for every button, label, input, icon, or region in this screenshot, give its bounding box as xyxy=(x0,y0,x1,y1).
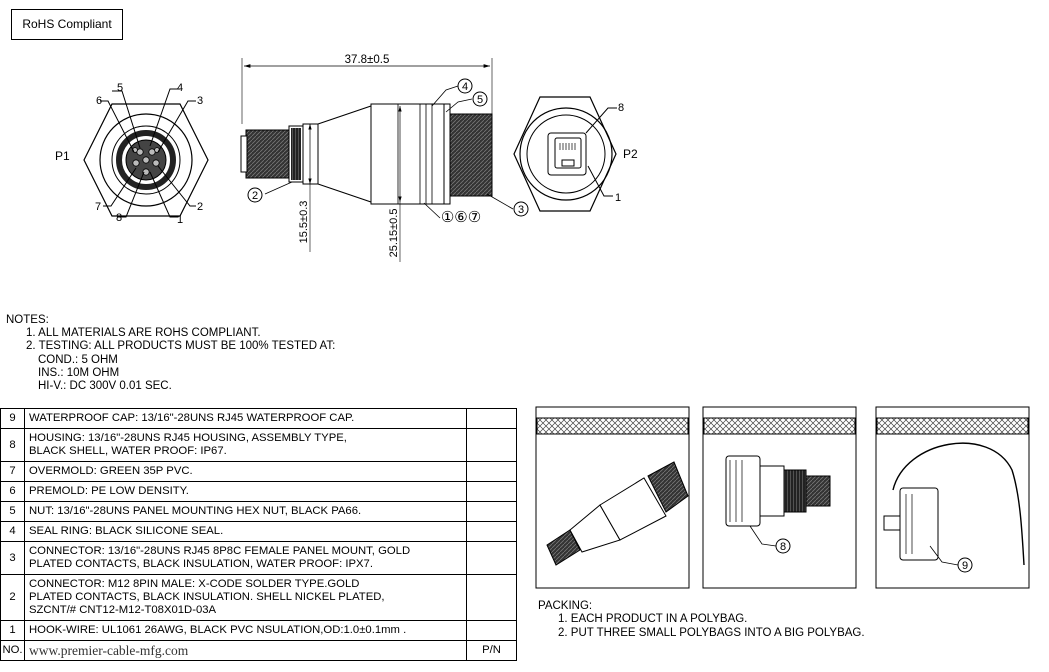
item-desc: OVERMOLD: GREEN 35P PVC. xyxy=(24,461,467,482)
item-no: 6 xyxy=(0,481,25,502)
test-item: INS.: 10M OHM xyxy=(38,366,120,379)
no-header: NO. xyxy=(0,640,25,661)
bill-of-materials: 9 WATERPROOF CAP: 13/16"-28UNS RJ45 WATE… xyxy=(0,408,517,661)
packing-illustrations xyxy=(535,406,1030,589)
table-row: 3 CONNECTOR: 13/16"-28UNS RJ45 8P8C FEMA… xyxy=(0,541,517,575)
side-view xyxy=(240,58,529,262)
notes-heading: NOTES: xyxy=(6,314,49,326)
item-no: 9 xyxy=(0,408,25,429)
table-row: 1 HOOK-WIRE: UL1061 26AWG, BLACK PVC NSU… xyxy=(0,620,517,641)
pin-label: 7 xyxy=(95,201,101,213)
left-dia-dim: 15.5±0.3 xyxy=(298,201,310,244)
item-no: 4 xyxy=(0,521,25,542)
pin-label: 2 xyxy=(197,201,203,213)
callout-5: 5 xyxy=(477,94,483,106)
item-pn xyxy=(466,521,517,542)
packing-heading: PACKING: xyxy=(538,600,593,612)
pin-label: 3 xyxy=(197,95,203,107)
item-pn xyxy=(466,481,517,502)
item-desc: SEAL RING: BLACK SILICONE SEAL. xyxy=(24,521,467,542)
p2-end-view xyxy=(513,96,617,212)
table-row: 6 PREMOLD: PE LOW DENSITY. xyxy=(0,481,517,502)
callout-combo: ①⑥⑦ xyxy=(441,209,481,226)
rohs-badge: RoHS Compliant xyxy=(11,9,123,40)
callout-3: 3 xyxy=(518,204,524,216)
table-row: 2 CONNECTOR: M12 8PIN MALE: X-CODE SOLDE… xyxy=(0,574,517,621)
callout-1: 1 xyxy=(615,192,621,204)
note-item: 1. ALL MATERIALS ARE ROHS COMPLIANT. xyxy=(26,327,261,340)
item-pn xyxy=(466,574,517,621)
table-row: 5 NUT: 13/16"-28UNS PANEL MOUNTING HEX N… xyxy=(0,501,517,522)
item-desc: HOOK-WIRE: UL1061 26AWG, BLACK PVC NSULA… xyxy=(24,620,467,641)
callout-9-pack: 9 xyxy=(962,560,968,572)
item-desc: HOUSING: 13/16"-28UNS RJ45 HOUSING, ASSE… xyxy=(24,428,467,462)
item-no: 7 xyxy=(0,461,25,482)
test-item: COND.: 5 OHM xyxy=(38,353,118,366)
side-view-labels: 37.8±0.5 2 4 5 3 ①⑥⑦ 15.5±0.3 25.15±0.5 xyxy=(252,54,524,257)
notes-block: NOTES: 1. ALL MATERIALS ARE ROHS COMPLIA… xyxy=(6,314,335,393)
table-row: 8 HOUSING: 13/16"-28UNS RJ45 HOUSING, AS… xyxy=(0,428,517,462)
pin-label: 8 xyxy=(116,212,122,224)
callout-8-pack: 8 xyxy=(780,541,786,553)
item-pn xyxy=(466,541,517,575)
item-pn xyxy=(466,620,517,641)
p1-label: P1 xyxy=(55,149,70,163)
test-item: HI-V.: DC 300V 0.01 SEC. xyxy=(38,380,172,393)
p1-pin-labels: 5 4 3 6 7 8 1 2 xyxy=(95,82,203,226)
callout-2: 2 xyxy=(252,190,258,202)
callout-8: 8 xyxy=(618,102,624,114)
packing-notes: PACKING: 1. EACH PRODUCT IN A POLYBAG. 2… xyxy=(538,600,865,640)
table-footer-row: NO. www.premier-cable-mfg.com P/N xyxy=(0,640,517,661)
pin-label: 1 xyxy=(177,214,183,226)
p1-end-view xyxy=(83,88,209,218)
item-desc: NUT: 13/16"-28UNS PANEL MOUNTING HEX NUT… xyxy=(24,501,467,522)
note-item: 2. TESTING: ALL PRODUCTS MUST BE 100% TE… xyxy=(26,340,336,353)
pn-header: P/N xyxy=(466,640,517,661)
item-no: 8 xyxy=(0,428,25,462)
right-dia-dim: 25.15±0.5 xyxy=(388,209,400,258)
item-pn xyxy=(466,501,517,522)
item-pn xyxy=(466,408,517,429)
pin-label: 4 xyxy=(177,82,183,94)
item-no: 5 xyxy=(0,501,25,522)
callout-4: 4 xyxy=(462,81,468,93)
packing-item: 2. PUT THREE SMALL POLYBAGS INTO A BIG P… xyxy=(558,626,865,639)
item-no: 3 xyxy=(0,541,25,575)
p2-label: P2 xyxy=(623,147,638,161)
table-row: 9 WATERPROOF CAP: 13/16"-28UNS RJ45 WATE… xyxy=(0,408,517,429)
item-pn xyxy=(466,428,517,462)
website-url: www.premier-cable-mfg.com xyxy=(24,640,467,661)
item-no: 2 xyxy=(0,574,25,621)
item-pn xyxy=(466,461,517,482)
table-row: 4 SEAL RING: BLACK SILICONE SEAL. xyxy=(0,521,517,542)
item-no: 1 xyxy=(0,620,25,641)
item-desc: CONNECTOR: 13/16"-28UNS RJ45 8P8C FEMALE… xyxy=(24,541,467,575)
item-desc: WATERPROOF CAP: 13/16"-28UNS RJ45 WATERP… xyxy=(24,408,467,429)
packing-item: 1. EACH PRODUCT IN A POLYBAG. xyxy=(558,613,748,626)
pin-label: 6 xyxy=(96,95,102,107)
packing-callouts: 8 9 xyxy=(780,541,968,572)
item-desc: PREMOLD: PE LOW DENSITY. xyxy=(24,481,467,502)
overall-length-dim: 37.8±0.5 xyxy=(345,54,390,66)
p2-labels: 8 1 P2 xyxy=(615,102,638,204)
item-desc: CONNECTOR: M12 8PIN MALE: X-CODE SOLDER … xyxy=(24,574,467,621)
table-row: 7 OVERMOLD: GREEN 35P PVC. xyxy=(0,461,517,482)
pin-label: 5 xyxy=(117,82,123,94)
